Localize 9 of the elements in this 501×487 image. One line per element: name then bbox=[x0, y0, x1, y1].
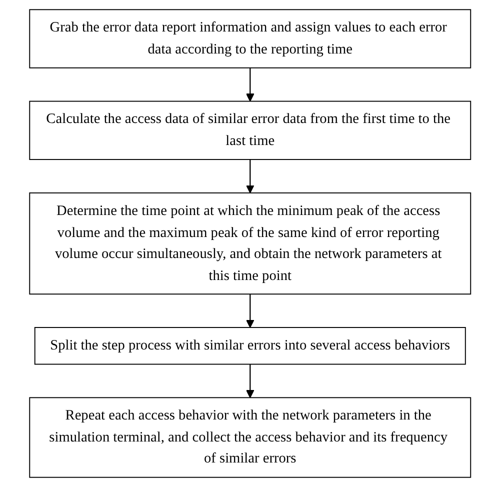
node-box: Determine the time point at which the minimum peak of the access volume and the maximum peak of the same kind of error reporting volume occur simultaneously, and obtain the network parameters at this time point bbox=[30, 192, 472, 295]
arrow bbox=[246, 364, 255, 398]
arrow bbox=[246, 160, 255, 194]
node-box: Repeat each access behavior with the network parameters in the simulation terminal, and collect the access behavior and its frequency of similar errors bbox=[30, 397, 472, 478]
arrow bbox=[246, 294, 255, 328]
node-box: Grab the error data report information and assign values to each error data according to the reporting time bbox=[30, 9, 472, 68]
arrow bbox=[246, 68, 255, 102]
node-box: Calculate the access data of similar error data from the first time to the last time bbox=[30, 100, 472, 160]
node-box: Split the step process with similar errors into several access behaviors bbox=[34, 327, 466, 365]
